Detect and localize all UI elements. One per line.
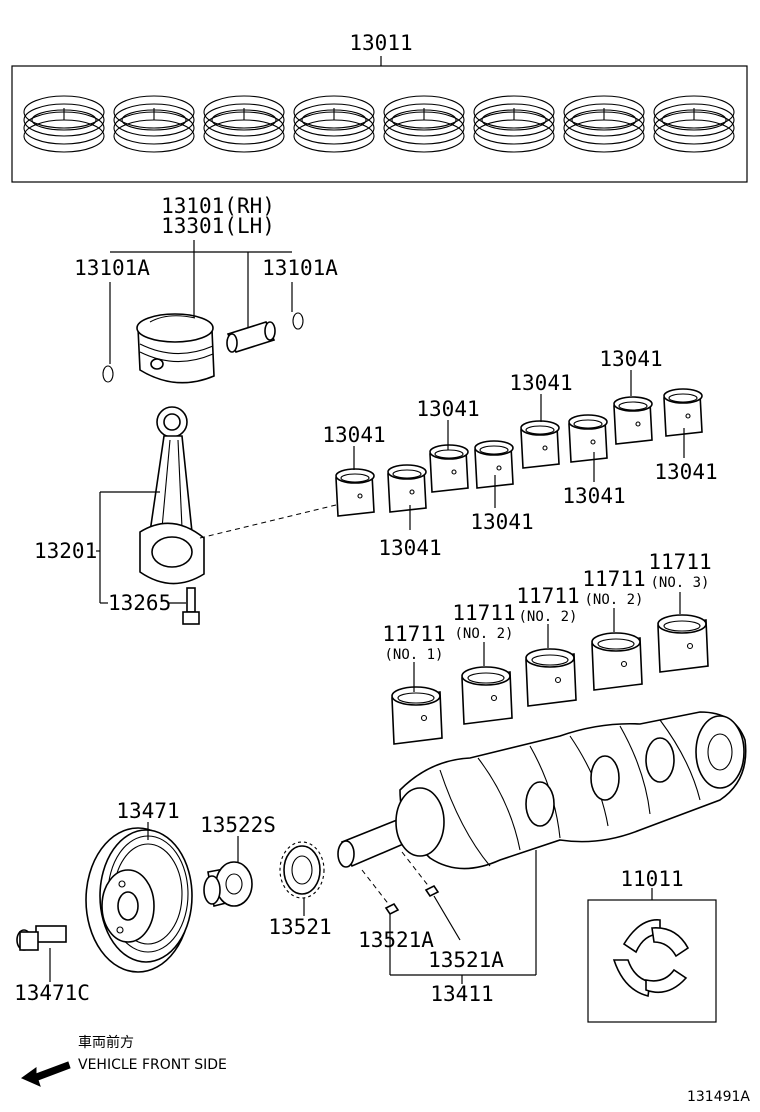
label-main-bearing-2[interactable]: 11711 [452, 601, 515, 625]
crankshaft-sprocket-s[interactable] [203, 861, 253, 907]
label-snap-ring-left[interactable]: 13101A [74, 256, 150, 280]
label-rod-bearing-4[interactable]: 13041 [470, 510, 533, 534]
crankshaft[interactable] [337, 711, 747, 870]
label-main-bearing-4[interactable]: 11711 [582, 567, 645, 591]
main-bearing-1[interactable] [391, 686, 443, 745]
label-rod-bearing-2[interactable]: 13041 [378, 536, 441, 560]
label-sprocket-s[interactable]: 13522S [200, 813, 276, 837]
label-key-left[interactable]: 13521A [358, 928, 434, 952]
piston-ring-3[interactable] [203, 95, 285, 153]
rod-bearing-6[interactable] [568, 414, 608, 463]
rod-bearing-8[interactable] [663, 388, 703, 437]
label-pulley[interactable]: 13471 [116, 799, 179, 823]
label-main-bearing-1-note: (NO. 1) [384, 647, 443, 663]
pulley-bolt[interactable] [16, 925, 67, 951]
key-left[interactable] [384, 902, 400, 916]
rod-bearing-3[interactable] [429, 444, 469, 493]
label-main-bearing-5-note: (NO. 3) [650, 575, 709, 591]
label-rod-bearing-8[interactable]: 13041 [654, 460, 717, 484]
label-rod-bearing-6[interactable]: 13041 [562, 484, 625, 508]
label-crankshaft[interactable]: 13411 [430, 982, 493, 1006]
direction-english: VEHICLE FRONT SIDE [78, 1057, 227, 1073]
crankshaft-pulley[interactable] [85, 827, 193, 973]
rod-bearing-1[interactable] [335, 468, 375, 517]
label-snap-ring-right[interactable]: 13101A [262, 256, 338, 280]
piston-ring-8[interactable] [653, 95, 735, 153]
label-rod-bolt[interactable]: 13265 [108, 591, 171, 615]
label-pulley-bolt[interactable]: 13471C [14, 981, 90, 1005]
crankshaft-sprocket[interactable] [279, 841, 325, 899]
label-rod-bearing-1[interactable]: 13041 [322, 423, 385, 447]
rod-bolt[interactable] [182, 587, 200, 625]
piston-pin[interactable] [226, 321, 276, 353]
piston-ring-set-group [11, 56, 748, 183]
label-main-bearing-2-note: (NO. 2) [454, 626, 513, 642]
label-sprocket[interactable]: 13521 [268, 915, 331, 939]
label-piston-lh[interactable]: 13301(LH) [161, 214, 275, 238]
label-piston-rh[interactable]: 13101(RH) [161, 194, 275, 218]
main-bearing-2[interactable] [461, 666, 513, 725]
rod-bearing-4[interactable] [474, 440, 514, 489]
label-main-bearing-4-note: (NO. 2) [584, 592, 643, 608]
snap-ring-left[interactable] [102, 365, 114, 383]
label-piston-ring-set[interactable]: 13011 [349, 31, 412, 55]
key-right[interactable] [424, 884, 440, 898]
piston-ring-7[interactable] [563, 95, 645, 153]
label-main-bearing-3[interactable]: 11711 [516, 584, 579, 608]
illustration-id: 131491A [687, 1089, 750, 1105]
piston-ring-2[interactable] [113, 95, 195, 153]
label-rod-bearing-7[interactable]: 13041 [599, 347, 662, 371]
label-connecting-rod[interactable]: 13201 [34, 539, 97, 563]
main-bearing-4[interactable] [591, 632, 643, 691]
direction-japanese: 車両前方 [78, 1034, 134, 1051]
vehicle-front-arrow-icon [20, 1061, 71, 1087]
piston-ring-5[interactable] [383, 95, 465, 153]
snap-ring-right[interactable] [292, 312, 304, 330]
connecting-rod[interactable] [139, 406, 205, 585]
rod-bearing-7[interactable] [613, 396, 653, 445]
piston[interactable] [136, 313, 215, 384]
label-thrust-washer-set[interactable]: 11011 [620, 867, 683, 891]
label-rod-bearing-5[interactable]: 13041 [509, 371, 572, 395]
main-bearing-5[interactable] [657, 614, 709, 673]
rod-bearing-2[interactable] [387, 464, 427, 513]
label-key-right[interactable]: 13521A [428, 948, 504, 972]
piston-ring-4[interactable] [293, 95, 375, 153]
piston-ring-1[interactable] [23, 95, 105, 153]
rod-bearing-5[interactable] [520, 420, 560, 469]
main-bearing-3[interactable] [525, 648, 577, 707]
thrust-washer-set[interactable] [587, 899, 717, 1023]
label-rod-bearing-3[interactable]: 13041 [416, 397, 479, 421]
piston-ring-6[interactable] [473, 95, 555, 153]
label-main-bearing-3-note: (NO. 2) [518, 609, 577, 625]
label-main-bearing-5[interactable]: 11711 [648, 550, 711, 574]
label-main-bearing-1[interactable]: 11711 [382, 622, 445, 646]
